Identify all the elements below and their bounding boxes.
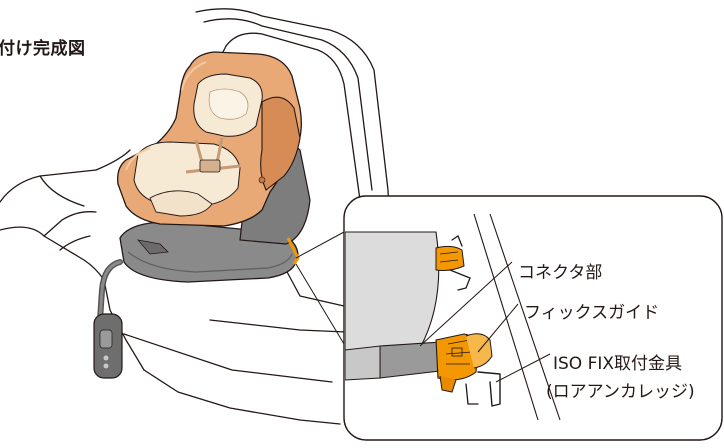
support-leg: [94, 262, 122, 378]
fix-guide-label: フィックスガイド: [524, 298, 659, 323]
diagram-title: 付け完成図: [0, 34, 86, 59]
zoom-pointer: [296, 232, 344, 344]
lower-anchorage-label: (ロアアンカレッジ): [546, 377, 695, 402]
connector-label: コネクタ部: [518, 258, 602, 283]
isofix-bracket-label: ISO FIX取付金具: [553, 349, 682, 374]
